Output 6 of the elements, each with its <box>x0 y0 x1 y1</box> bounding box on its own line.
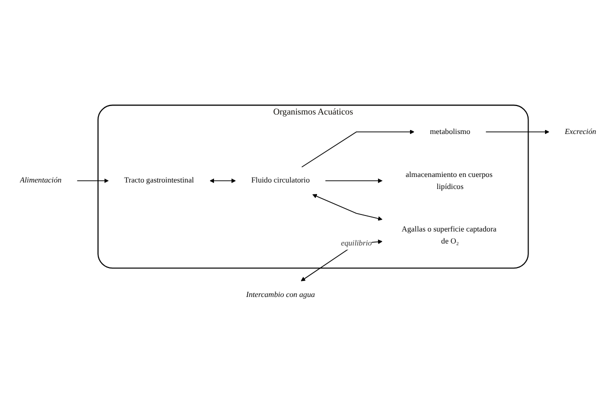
arrow <box>210 178 236 184</box>
arrow <box>76 178 109 184</box>
arrow <box>312 194 382 221</box>
arrow <box>301 130 414 168</box>
arrow <box>324 178 382 184</box>
arrow <box>486 130 550 134</box>
